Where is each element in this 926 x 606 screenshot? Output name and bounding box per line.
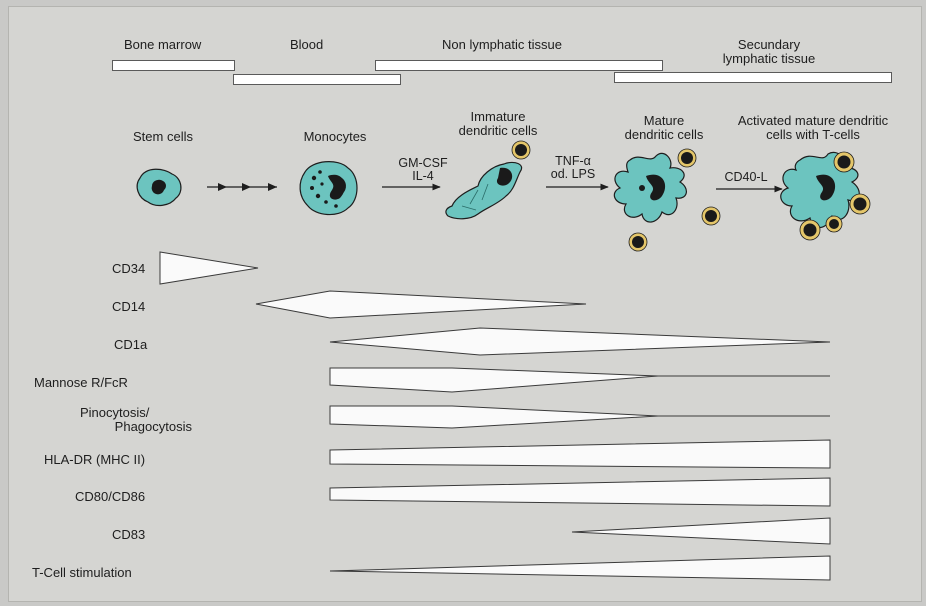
- expression-shape-cd34: [160, 252, 258, 284]
- expression-shape-cd14: [256, 291, 586, 318]
- expression-shape-pinocytosis: [330, 406, 658, 428]
- expression-shape-cd80-cd86: [330, 478, 830, 506]
- expression-shape-t-cell-stimulation: [330, 556, 830, 580]
- expression-shape-hla-dr: [330, 440, 830, 468]
- expression-shape-mannose-r: [330, 368, 658, 392]
- expression-shape-cd83: [572, 518, 830, 544]
- expression-shape-cd1a: [330, 328, 830, 355]
